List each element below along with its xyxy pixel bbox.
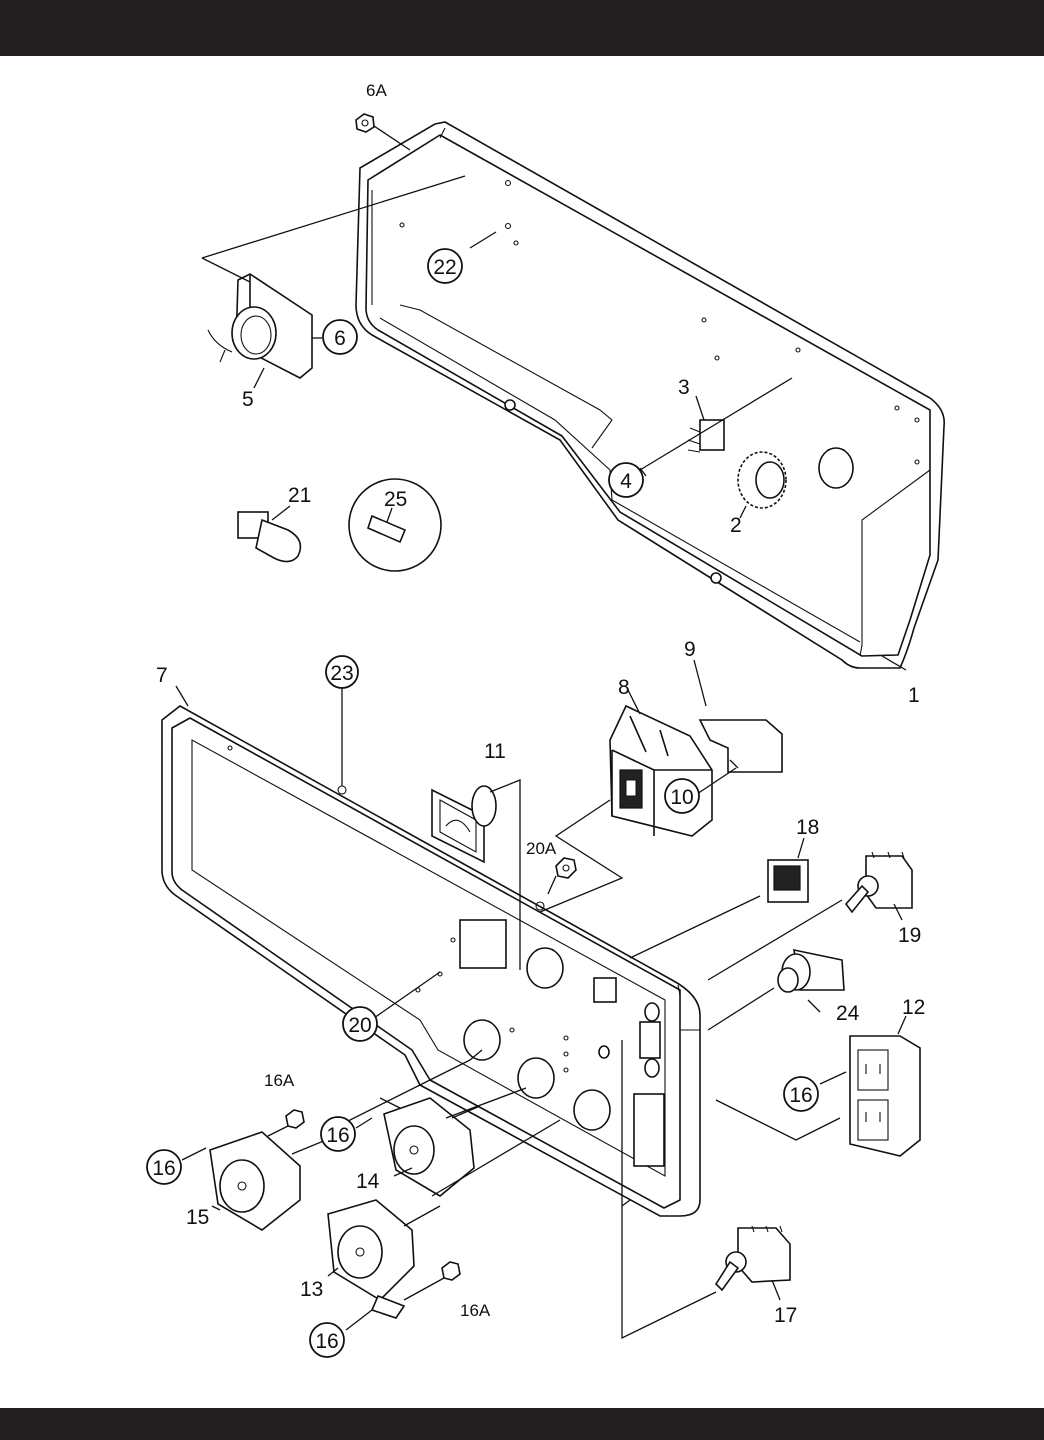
- toggle-switch-part-19: [707, 851, 913, 981]
- callout-14: 14: [356, 1170, 380, 1193]
- nut-part-20a: [547, 857, 577, 895]
- callout-25: 25: [384, 488, 407, 511]
- callout-23: 23: [330, 662, 353, 685]
- outlet-part-13: [327, 1199, 441, 1319]
- callout-20: 20: [348, 1014, 371, 1037]
- callout-17: 17: [774, 1304, 797, 1327]
- callout-1: 1: [908, 684, 920, 707]
- callout-7: 7: [156, 664, 168, 687]
- callout-9: 9: [684, 638, 696, 661]
- outlet-part-15: [209, 1131, 327, 1231]
- fuse-part-25: [348, 478, 442, 572]
- callout-21: 21: [288, 484, 311, 507]
- meter-part-11: [431, 779, 521, 970]
- callout-16a-upper: 16A: [264, 1071, 295, 1090]
- callout-15: 15: [186, 1206, 209, 1229]
- callout-6: 6: [334, 327, 346, 350]
- callout-18: 18: [796, 816, 819, 839]
- callout-10: 10: [670, 786, 693, 809]
- front-panel-part-7: [161, 705, 701, 1217]
- footer-bar: [0, 1408, 1044, 1440]
- callout-4: 4: [620, 470, 632, 493]
- header-bar: [0, 0, 1044, 56]
- terminal-part-3: [639, 377, 793, 471]
- callout-labels: 6A 22 6 5 3 4 2 21 25 1 7 23 9 8 10 11 2…: [146, 81, 925, 1358]
- breaker-assembly-part-8-9-10: [539, 704, 783, 913]
- callout-13: 13: [300, 1278, 323, 1301]
- duplex-outlet-part-12: [715, 1035, 921, 1157]
- callout-24: 24: [836, 1002, 860, 1025]
- grommet-part-2: [737, 451, 787, 509]
- callout-16-center: 16: [326, 1124, 349, 1147]
- callout-2: 2: [730, 514, 742, 537]
- callout-16-right: 16: [789, 1084, 812, 1107]
- toggle-switch-part-17: [621, 1040, 791, 1340]
- nut-part-16a-lower: [403, 1261, 461, 1301]
- callout-3: 3: [678, 376, 690, 399]
- outlet-part-14: [379, 1097, 481, 1197]
- callout-22: 22: [433, 256, 456, 279]
- bulb-part-21: [237, 505, 302, 563]
- callout-5: 5: [242, 388, 254, 411]
- pushbutton-part-24: [707, 948, 845, 1031]
- callout-8: 8: [618, 676, 630, 699]
- callout-16a-lower: 16A: [460, 1301, 491, 1320]
- exploded-parts-diagram: 6A 22 6 5 3 4 2 21 25 1 7 23 9 8 10 11 2…: [146, 81, 946, 1358]
- rear-housing-part-1: [355, 121, 946, 669]
- nut-part-16a-upper: [267, 1109, 305, 1137]
- callout-20a: 20A: [526, 839, 557, 858]
- callout-6a: 6A: [366, 81, 387, 100]
- leader-lines: [175, 231, 907, 1331]
- lamp-housing-part-5-6: [201, 175, 466, 379]
- callout-19: 19: [898, 924, 921, 947]
- callout-16-bottom: 16: [315, 1330, 338, 1353]
- callout-16-left: 16: [152, 1157, 175, 1180]
- callout-12: 12: [902, 996, 925, 1019]
- nut-part-6a: [355, 113, 411, 151]
- rocker-switch-part-18: [629, 859, 809, 959]
- callout-11: 11: [484, 740, 506, 763]
